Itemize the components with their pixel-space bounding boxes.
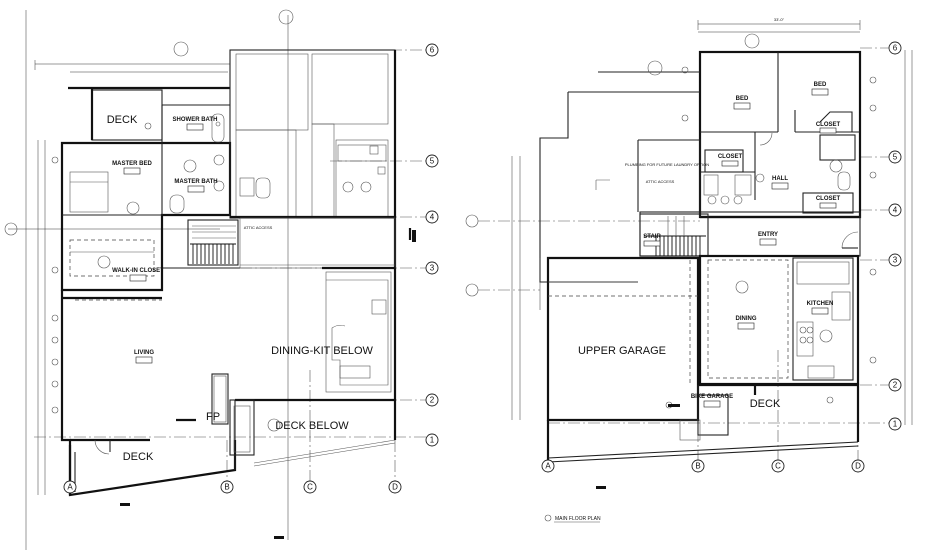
room-label-deck-top: DECK	[107, 114, 138, 126]
room-tag-closet-c: CLOSET	[816, 196, 841, 209]
annotation-dining-kit-below: DINING-KIT BELOW	[271, 345, 373, 357]
left-grid-bubble-6: 6	[425, 43, 439, 57]
room-tag-closet-a: CLOSET	[816, 122, 841, 134]
room-tag-master-bath: MASTER BATH	[174, 179, 218, 193]
left-grid-bubble-1: 1	[425, 433, 439, 447]
room-tag-walk-in-closet: WALK-IN CLOSET	[112, 268, 164, 282]
room-tag-bike-garage: BIKE GARAGE	[691, 394, 733, 408]
left-grid-bubble-3: 3	[425, 261, 439, 275]
svg-text:3: 3	[430, 264, 435, 273]
room-tag-dining: DINING	[736, 316, 757, 330]
svg-text:B: B	[695, 462, 700, 471]
room-label: CLOSET	[816, 122, 841, 128]
left-side-markers	[51, 122, 152, 414]
room-label-deck: DECK	[750, 398, 781, 410]
right-grid-bubble-3: 3	[888, 253, 902, 267]
left-grid-bubble-4: 4	[425, 210, 439, 224]
room-tag-bed-left: BED	[733, 96, 751, 110]
room-tag-hall: HALL	[771, 176, 788, 190]
right-grid-bubble-5: 5	[888, 150, 902, 164]
right-grid-bubble-4: 4	[888, 203, 902, 217]
room-label: KITCHEN	[807, 301, 834, 307]
left-stair	[187, 219, 239, 266]
right-grid-bubble-1: 1	[888, 417, 902, 431]
room-label: MASTER BED	[112, 161, 152, 167]
left-grid-bubble-a: A	[63, 480, 77, 494]
svg-text:5: 5	[430, 157, 435, 166]
svg-text:B: B	[224, 483, 229, 492]
annotation-attic-access: ATTIC ACCESS	[646, 179, 675, 184]
room-label-deck-bottom: DECK	[123, 451, 154, 463]
svg-text:6: 6	[430, 46, 435, 55]
right-grid-bubble-b: B	[691, 459, 705, 473]
svg-text:6: 6	[893, 44, 898, 53]
room-tag-entry: ENTRY	[758, 232, 778, 246]
svg-text:4: 4	[430, 213, 435, 222]
room-tag-kitchen: KITCHEN	[807, 301, 834, 315]
room-label-upper-garage: UPPER GARAGE	[578, 345, 666, 357]
annotation-plumbing-note: PLUMBING FOR FUTURE LAUNDRY OPTION	[625, 162, 709, 167]
right-floor-plan: 33'-0"	[465, 17, 913, 523]
room-label: STAIR	[643, 234, 661, 240]
room-tag-closet-b: CLOSET	[718, 154, 743, 167]
left-grid-bubble-d: D	[388, 480, 402, 494]
svg-text:D: D	[392, 483, 398, 492]
drawing-title-text: MAIN FLOOR PLAN	[555, 516, 601, 522]
svg-text:A: A	[67, 483, 73, 492]
room-label: BIKE GARAGE	[691, 394, 733, 400]
room-label: LIVING	[134, 350, 154, 356]
svg-text:C: C	[775, 462, 781, 471]
svg-text:1: 1	[430, 436, 435, 445]
room-tag-stair: STAIR	[643, 234, 661, 247]
room-label: CLOSET	[816, 196, 841, 202]
room-label-fp: FP	[206, 411, 220, 423]
left-grid-bubble-b: B	[220, 480, 234, 494]
svg-text:2: 2	[430, 396, 435, 405]
room-label: ENTRY	[758, 232, 778, 238]
room-tag-shower-bath: SHOWER BATH	[173, 117, 218, 131]
left-grid-bubble-2: 2	[425, 393, 439, 407]
svg-text:4: 4	[893, 206, 898, 215]
left-grid-bubble-c: C	[303, 480, 317, 494]
svg-text:D: D	[855, 462, 861, 471]
left-floor-plan: SHOWER BATH DECK MASTER BED MASTER BATH …	[4, 9, 439, 550]
room-label: WALK-IN CLOSET	[112, 268, 164, 274]
svg-text:A: A	[545, 462, 551, 471]
right-stair	[639, 213, 709, 257]
dimension-top: 33'-0"	[774, 17, 785, 22]
room-label: MASTER BATH	[174, 179, 217, 185]
svg-text:3: 3	[893, 256, 898, 265]
svg-text:2: 2	[893, 381, 898, 390]
room-tag-living: LIVING	[134, 350, 154, 364]
room-tag-master-bed: MASTER BED	[112, 161, 152, 175]
svg-text:1: 1	[893, 420, 898, 429]
left-grid-bubble-5: 5	[425, 154, 439, 168]
annotation-attic-access: ATTIC ACCESS	[244, 225, 273, 230]
svg-text:5: 5	[893, 153, 898, 162]
room-label: DINING	[736, 316, 757, 322]
right-grid-bubble-2: 2	[888, 378, 902, 392]
right-grid-bubble-6: 6	[888, 41, 902, 55]
room-label: BED	[814, 82, 827, 88]
room-tag-bed-right: BED	[811, 82, 829, 96]
svg-text:C: C	[307, 483, 313, 492]
right-grid-bubble-c: C	[771, 459, 785, 473]
annotation-deck-below: DECK BELOW	[275, 420, 349, 432]
room-label: SHOWER BATH	[173, 117, 218, 123]
right-grid-bubble-d: D	[851, 459, 865, 473]
drawing-title: MAIN FLOOR PLAN	[544, 514, 601, 523]
room-label: BED	[736, 96, 749, 102]
right-grid-bubble-a: A	[541, 459, 555, 473]
room-label: CLOSET	[718, 154, 743, 160]
room-label: HALL	[772, 176, 788, 182]
